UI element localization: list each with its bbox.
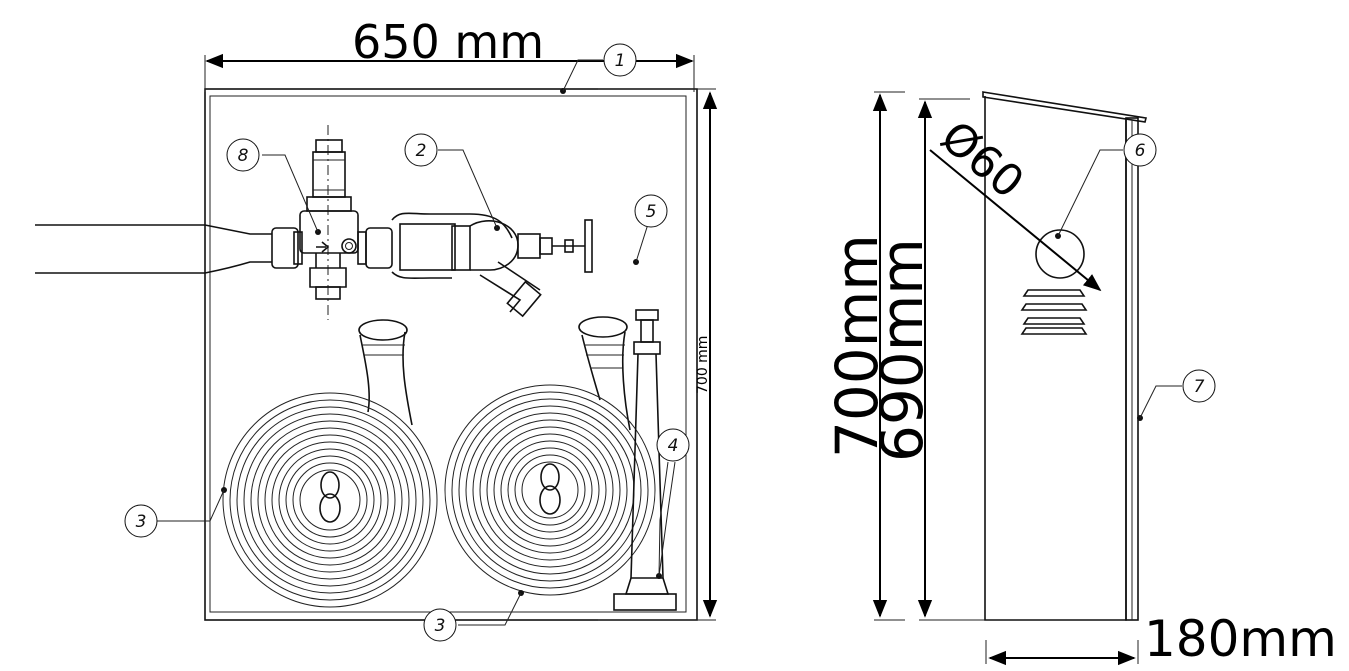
side-hole xyxy=(1035,229,1085,279)
hose-reel-left xyxy=(222,319,438,608)
svg-text:8: 8 xyxy=(238,146,249,166)
hose-reel-right xyxy=(444,316,656,596)
depth-dimension-label: 180mm xyxy=(1144,610,1337,668)
callout-8: 8 xyxy=(226,138,260,172)
cabinet-inner-frame xyxy=(209,95,687,613)
side-view: 700mm 690mm Ø60 180mm xyxy=(823,91,1337,668)
svg-text:6: 6 xyxy=(1135,141,1146,161)
landing-valve xyxy=(391,212,593,318)
callout-4: 4 xyxy=(656,428,690,462)
ventilation-louvres xyxy=(1020,289,1088,335)
branch-pipe-nozzle xyxy=(613,309,677,611)
svg-text:4: 4 xyxy=(668,436,679,456)
svg-text:3: 3 xyxy=(435,616,446,636)
inlet-pipe xyxy=(35,224,272,274)
callout-1: 1 xyxy=(603,43,637,77)
callout-7: 7 xyxy=(1182,369,1216,403)
pressure-reducing-valve xyxy=(271,125,393,320)
svg-text:1: 1 xyxy=(615,51,626,71)
width-dimension-label: 650 mm xyxy=(352,15,544,69)
height-dimension-label: 700 mm xyxy=(695,336,711,394)
callout-3-bottom: 3 xyxy=(423,608,457,642)
diameter-dimension-line xyxy=(929,149,1102,292)
svg-text:5: 5 xyxy=(646,202,657,222)
side-height-inner-label: 690mm xyxy=(868,238,936,462)
svg-text:3: 3 xyxy=(136,512,147,532)
callout-5: 5 xyxy=(634,194,668,228)
callout-3-left: 3 xyxy=(124,504,158,538)
callout-2: 2 xyxy=(404,133,438,167)
side-height-outer-label: 700mm xyxy=(823,234,891,458)
svg-text:7: 7 xyxy=(1194,377,1205,397)
callout-6: 6 xyxy=(1123,133,1157,167)
svg-text:2: 2 xyxy=(416,141,427,161)
